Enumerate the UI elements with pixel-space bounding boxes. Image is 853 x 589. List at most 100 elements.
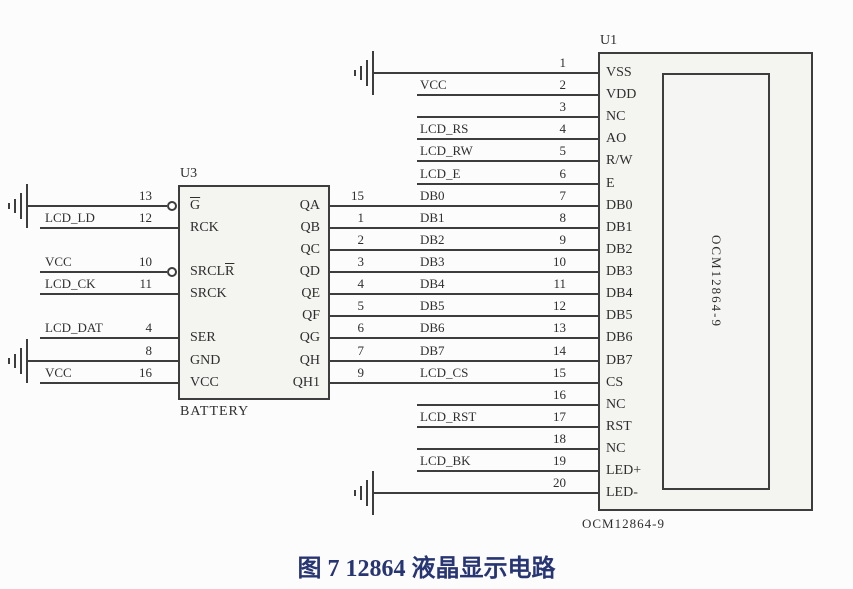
u3-ref: U3 [180,166,198,181]
u1-pin-number-13: 13 [553,320,566,335]
u1-pin-number-19: 19 [553,453,566,468]
u1-pin-db6: DB6 [606,330,633,345]
wire-lcd-ld [40,227,178,229]
u3-part-label: BATTERY [180,404,250,419]
wire-db4 [328,293,598,295]
u1-pin-number-20: 20 [553,475,566,490]
u1-pin-number-18: 18 [553,431,566,446]
wire-lcd-ck [40,293,178,295]
u1-pin-db3: DB3 [606,264,633,279]
u1-pin-number-4: 4 [559,121,567,136]
wire-vcc-srclr [40,271,167,273]
u1-ref: U1 [600,33,618,48]
u1-pin-number-1: 1 [559,55,567,70]
u1-pin-number-15: 15 [553,365,566,380]
wire-db3 [328,271,598,273]
u1-pin-number-9: 9 [559,232,567,247]
u1-pin-nc18: NC [606,441,626,456]
u3-body [178,185,330,400]
u1-pin-number-3: 3 [559,99,567,114]
u3-pin-qh1: QH1 [292,375,320,390]
u3-pin-qd: QD [299,264,320,279]
net-label-db2: DB2 [420,232,445,247]
u1-display-area: OCM12864-9 [662,73,770,490]
wire-lcd-cs [328,382,598,384]
figure-caption: 图 7 12864 液晶显示电路 [297,556,556,582]
u1-pin-db0: DB0 [606,198,633,213]
u1-pin-number-6: 6 [559,166,567,181]
net-label-lcd-cs: LCD_CS [420,365,469,380]
net-label-db4: DB4 [420,276,445,291]
wire-vss [374,72,598,74]
net-label-db5: DB5 [420,298,445,313]
u1-pin-number-2: 2 [559,77,567,92]
u1-pin-nc3: NC [606,109,626,124]
u1-pin-number-8: 8 [559,210,567,225]
u1-pin-ao: AO [606,131,627,146]
inversion-bubble [167,267,177,277]
u1-pin-number-10: 10 [553,254,566,269]
u1-pin-db4: DB4 [606,286,633,301]
wire-nc3 [417,116,598,118]
wire-nc18 [417,448,598,450]
wire-led-minus [374,492,598,494]
wire-db6 [328,337,598,339]
u3-pin-number-11: 11 [139,276,152,291]
net-label-lcd-rst: LCD_RST [420,409,477,424]
u3-pin-srck: SRCK [190,286,227,301]
u1-pin-cs: CS [606,375,624,390]
u3-pin-number-1: 1 [357,210,365,225]
u3-pin-number-7: 7 [357,343,365,358]
wire-gnd-to-g [28,205,167,207]
u3-pin-qh: QH [299,353,320,368]
u3-pin-number-15: 15 [351,188,364,203]
net-label-db1: DB1 [420,210,445,225]
wire-db5 [328,315,598,317]
u3-pin-number-4r: 4 [357,276,365,291]
u1-pin-number-7: 7 [559,188,567,203]
wire-vdd [417,94,598,96]
u3-pin-ser: SER [190,330,216,345]
wire-lcd-rst [417,426,598,428]
u1-pin-rw: R/W [606,153,633,168]
net-label-lcd-rs: LCD_RS [420,121,469,136]
ground-symbol [8,184,30,228]
u3-pin-number-13: 13 [139,188,152,203]
net-label-lcd-rw: LCD_RW [420,143,473,158]
net-label-vcc: VCC [45,365,72,380]
net-label-db7: DB7 [420,343,445,358]
wire-lcd-bk [417,470,598,472]
u1-part-label: OCM12864-9 [582,516,665,531]
u1-pin-number-17: 17 [553,409,566,424]
u3-pin-qe: QE [301,286,320,301]
net-label-lcd-ck: LCD_CK [45,276,96,291]
wire-lcd-dat [40,337,178,339]
u1-pin-number-5: 5 [559,143,567,158]
net-label-vcc: VCC [420,77,447,92]
net-label-lcd-bk: LCD_BK [420,453,471,468]
u1-pin-db2: DB2 [606,242,633,257]
u1-pin-db5: DB5 [606,308,633,323]
net-label-lcd-dat: LCD_DAT [45,320,103,335]
u3-pin-number-6: 6 [357,320,365,335]
wire-lcd-rw [417,160,598,162]
u1-pin-led-minus: LED- [606,485,638,500]
u1-pin-vss: VSS [606,65,632,80]
u1-pin-e: E [606,176,615,191]
ground-symbol [354,471,376,515]
u1-pin-db7: DB7 [606,353,633,368]
net-label-vcc: VCC [45,254,72,269]
u1-pin-nc16: NC [606,397,626,412]
u3-pin-qf: QF [302,308,320,323]
u1-pin-db1: DB1 [606,220,633,235]
wire-gnd-pin8 [28,360,178,362]
wire-db1 [328,227,598,229]
net-label-lcd-e: LCD_E [420,166,461,181]
wire-db0 [328,205,598,207]
wire-lcd-rs [417,138,598,140]
ground-symbol [8,339,30,383]
u3-pin-rck: RCK [190,220,219,235]
net-label-db6: DB6 [420,320,445,335]
u1-pin-number-11: 11 [553,276,566,291]
